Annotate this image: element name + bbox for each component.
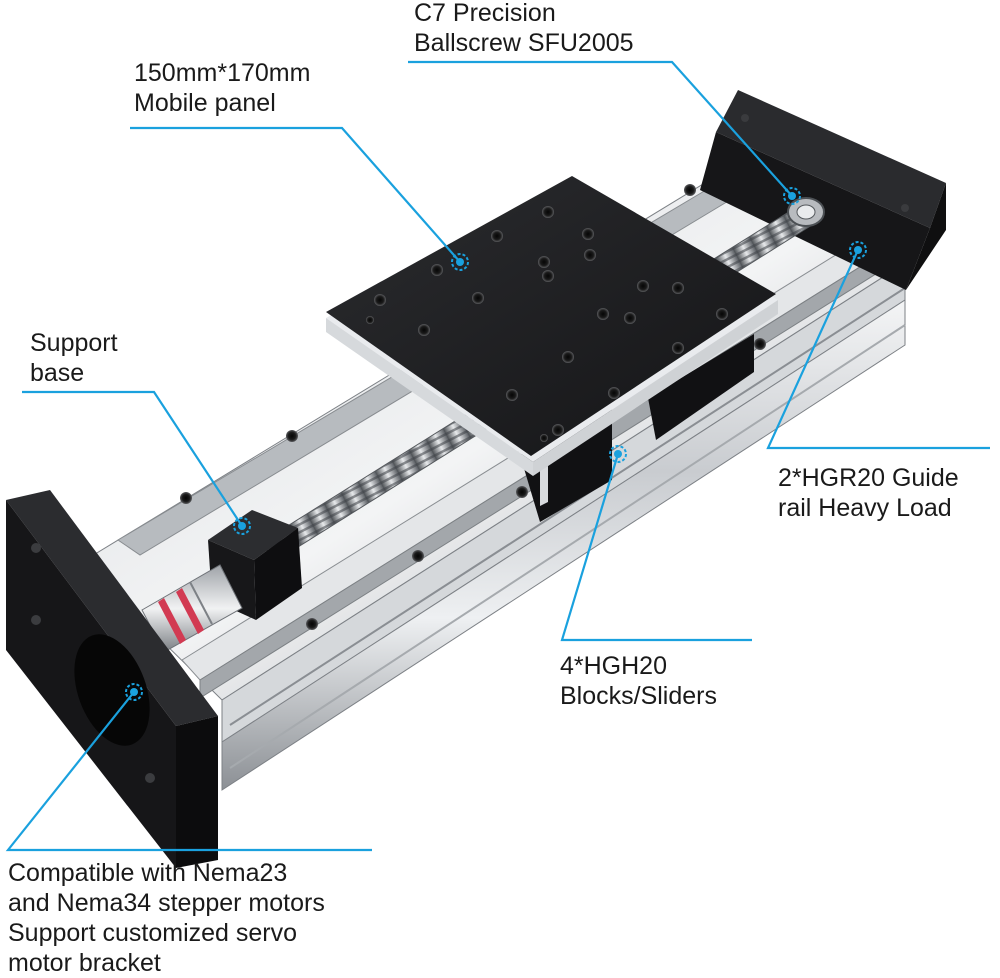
callout-line-panel [130,126,461,263]
marker-panel [451,253,469,271]
support-line-2: base [30,359,85,387]
callout-lines [5,60,990,852]
support-line-1: Support [30,329,118,357]
blocks-line-1: 4*HGH20 [560,652,667,680]
mobile-panel [326,176,778,522]
panel-mounting-holes [366,206,728,442]
guide-line-2: rail Heavy Load [778,494,952,522]
callout-line-blocks [560,453,752,642]
motor-line-1: Compatible with Nema23 [8,859,288,887]
ballscrew-line-1: C7 Precision [414,0,556,27]
callout-label-mobile-panel: 150mm*170mm Mobile panel [134,58,310,118]
marker-ballscrew [783,187,801,205]
callout-label-motor-compat: Compatible with Nema23 and Nema34 steppe… [8,858,325,978]
callout-line-guide [766,249,990,450]
callout-label-blocks-sliders: 4*HGH20 Blocks/Sliders [560,651,717,711]
motor-line-3: Support customized servo [8,919,298,947]
marker-guide [849,241,867,259]
callout-line-motor [5,691,372,852]
callout-label-guide-rail: 2*HGR20 Guide rail Heavy Load [778,463,959,523]
marker-motor [125,683,143,701]
ballscrew-line-2: Ballscrew SFU2005 [414,29,634,57]
callout-label-ballscrew: C7 Precision Ballscrew SFU2005 [414,0,634,58]
marker-support [233,517,251,535]
panel-line-1: 150mm*170mm [134,59,311,87]
callout-line-ballscrew [408,60,793,197]
motor-line-2: and Nema34 stepper motors [8,889,325,917]
shaft-coupler [141,564,243,653]
motor-line-4: motor bracket [8,949,161,977]
callout-markers [125,187,867,701]
motor-mount-end-plate [6,490,218,868]
panel-line-2: Mobile panel [134,89,276,117]
callout-label-support-base: Support base [30,328,118,388]
blocks-line-2: Blocks/Sliders [560,682,717,710]
guide-line-1: 2*HGR20 Guide [778,464,959,492]
marker-blocks [609,445,627,463]
callout-line-support [22,390,243,527]
